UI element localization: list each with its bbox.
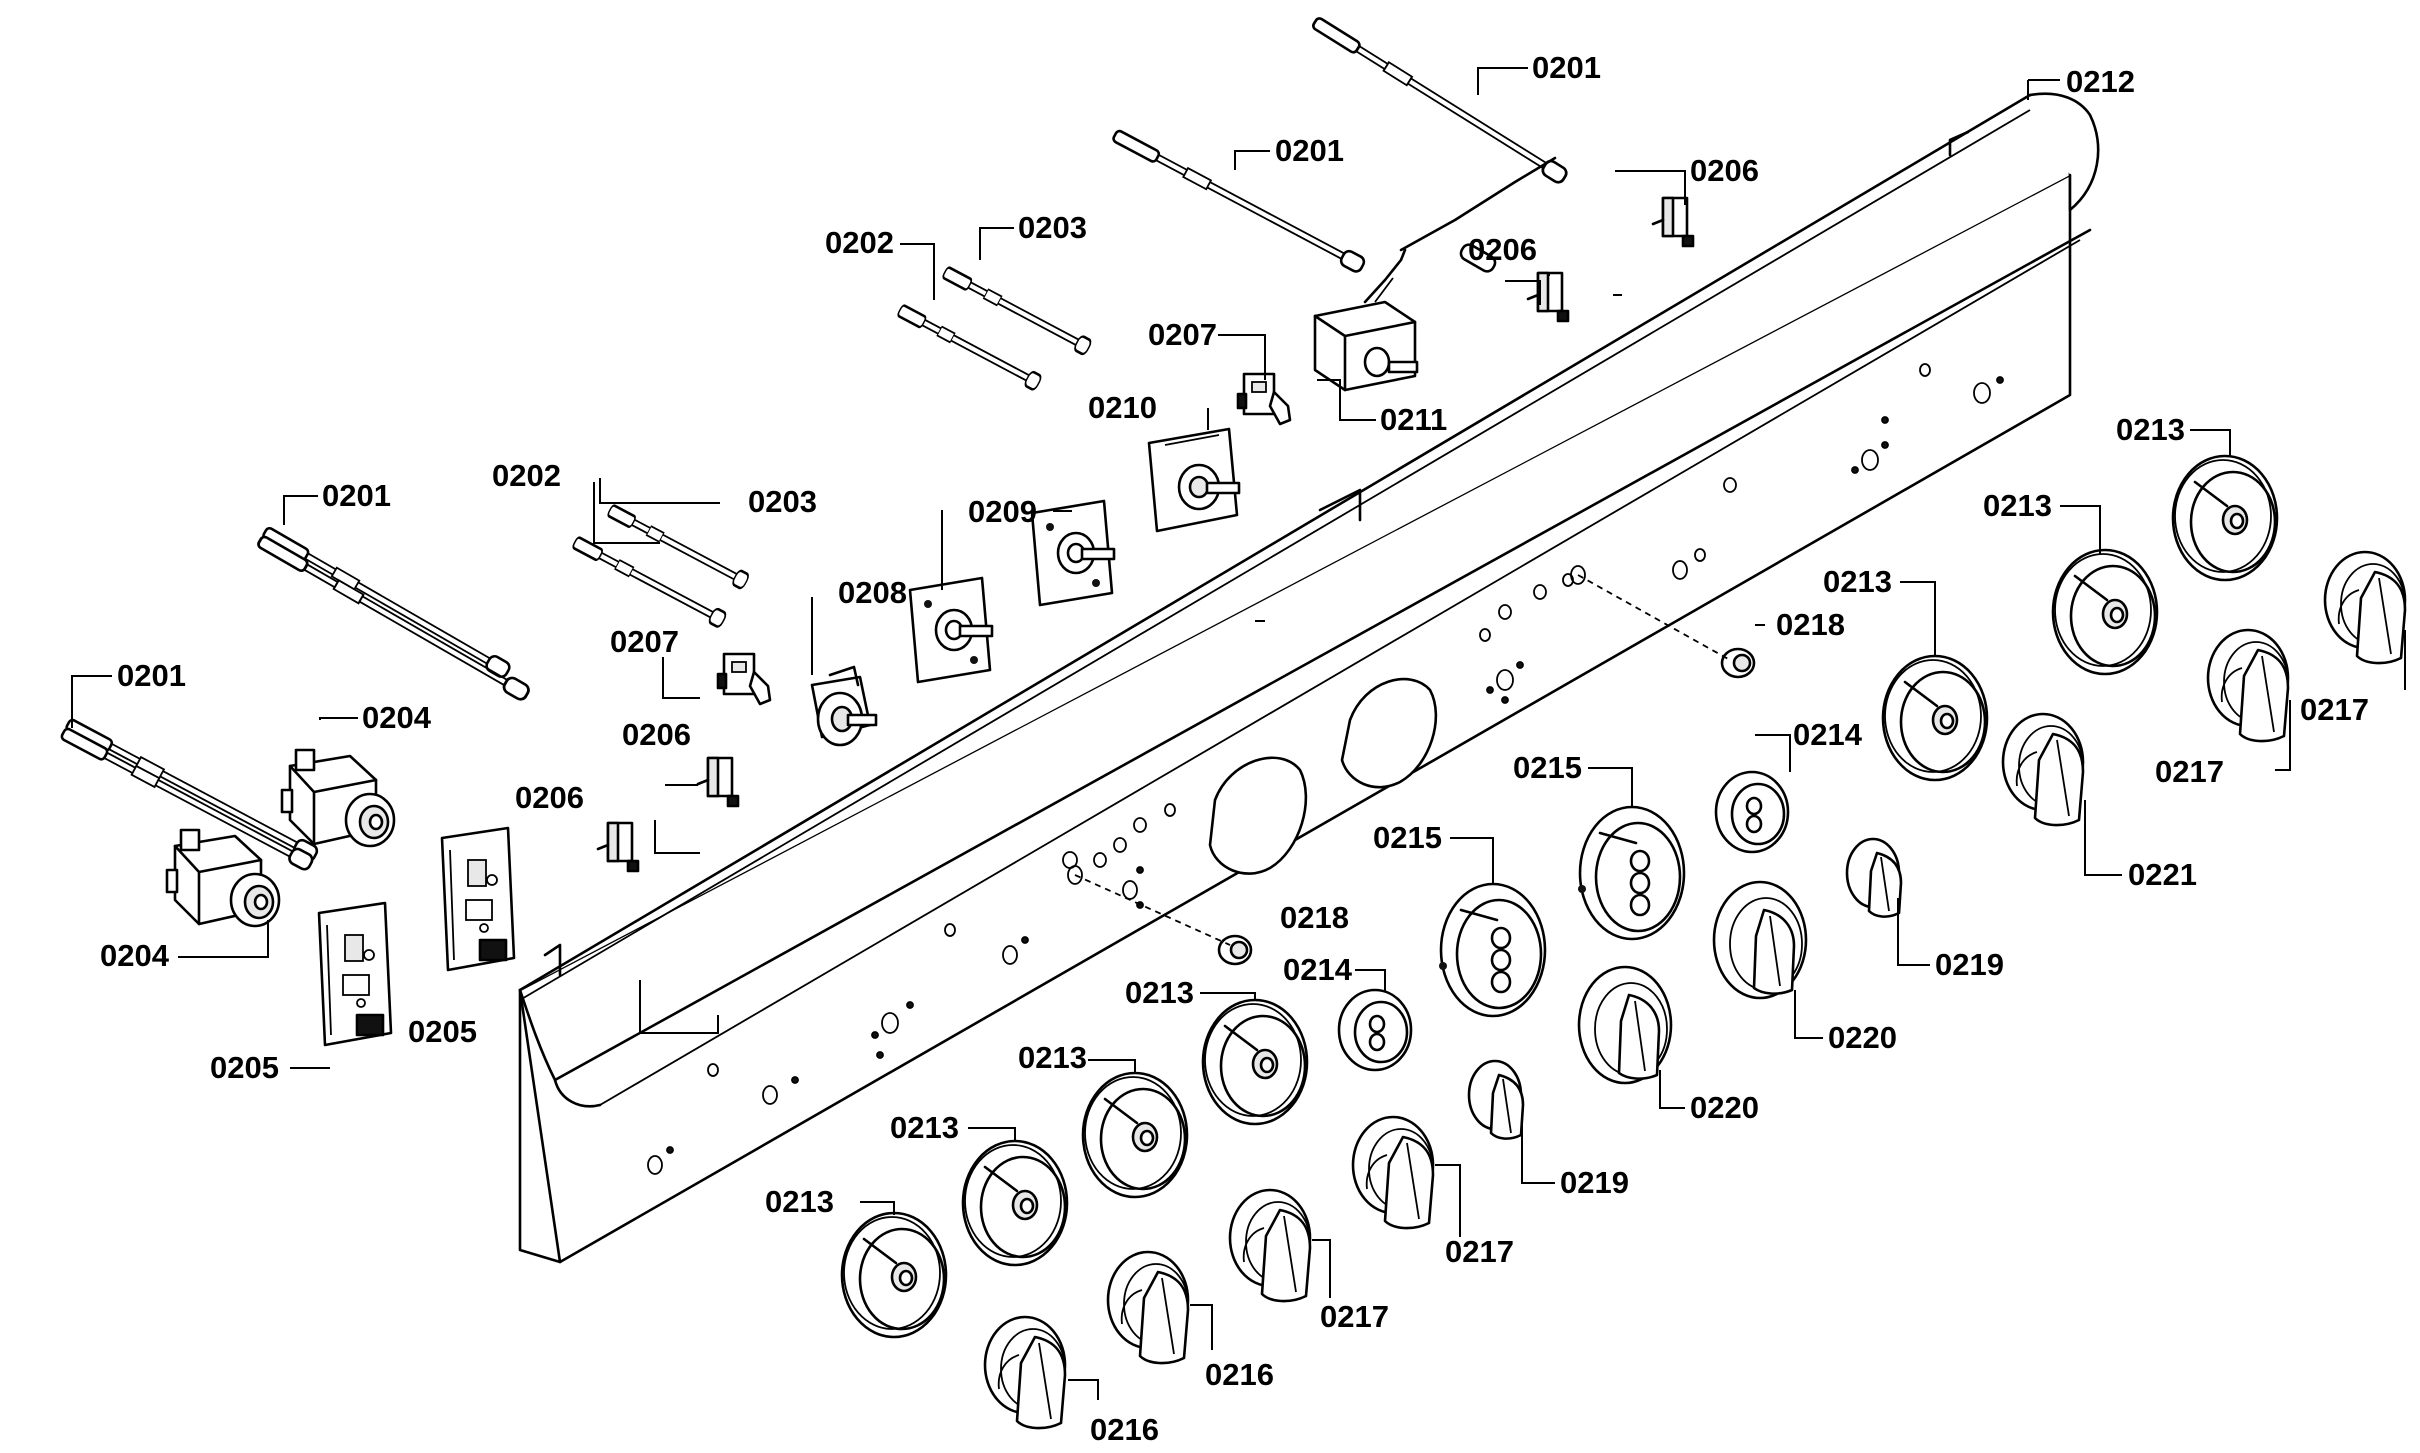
rotary-switch-0208	[810, 665, 878, 747]
small-knob-0219-b	[1845, 837, 1903, 918]
label-0206: 0206	[515, 780, 584, 815]
label-0219: 0219	[1560, 1165, 1629, 1200]
gas-valve-0204-a	[165, 828, 281, 928]
micro-switch-0206-b	[696, 756, 740, 808]
wire-rod-0202-a	[570, 533, 729, 630]
label-0213: 0213	[2116, 412, 2185, 447]
label-0201: 0201	[1532, 50, 1601, 85]
thermostat-0211	[1313, 156, 1557, 392]
toggle-switch-0207-b	[1236, 372, 1292, 426]
label-0217: 0217	[1320, 1299, 1389, 1334]
selector-switch-0209-a	[908, 576, 994, 684]
label-0214: 0214	[1793, 717, 1863, 752]
control-knob-0216-b	[1106, 1250, 1190, 1365]
label-0213: 0213	[765, 1184, 834, 1219]
label-0205: 0205	[210, 1050, 279, 1085]
bezel-ring-0213-1	[840, 1211, 948, 1339]
label-0205: 0205	[408, 1014, 477, 1049]
label-0210: 0210	[1088, 390, 1157, 425]
label-0204: 0204	[362, 700, 432, 735]
label-0215: 0215	[1373, 820, 1442, 855]
label-0204: 0204	[100, 938, 170, 973]
selector-switch-0209-b	[1030, 499, 1116, 607]
label-0202: 0202	[492, 458, 561, 493]
control-knob-0217-b	[1351, 1115, 1435, 1230]
control-knob-0216-a	[983, 1315, 1067, 1430]
label-0209: 0209	[968, 494, 1037, 529]
circuit-board-0205-b	[440, 826, 516, 972]
label-0213: 0213	[1983, 488, 2052, 523]
label-0206: 0206	[622, 717, 691, 752]
label-0208: 0208	[838, 575, 907, 610]
label-0221: 0221	[2128, 857, 2197, 892]
small-knob-0219-a	[1467, 1059, 1525, 1140]
micro-switch-0206-d	[1651, 196, 1695, 248]
label-0216: 0216	[1090, 1412, 1159, 1447]
control-knob-0217-a	[1228, 1188, 1312, 1303]
label-0213: 0213	[1018, 1040, 1087, 1075]
label-0216: 0216	[1205, 1357, 1274, 1392]
label-0207: 0207	[610, 624, 679, 659]
label-0212: 0212	[2066, 64, 2135, 99]
label-0215: 0215	[1513, 750, 1582, 785]
gas-valve-0204-b	[280, 748, 396, 848]
nut-0218-b	[1720, 647, 1756, 679]
nut-0218-a	[1217, 934, 1253, 966]
wire-rod-0203-b	[940, 263, 1094, 357]
label-0213: 0213	[1125, 975, 1194, 1010]
label-0220: 0220	[1690, 1090, 1759, 1125]
burner-bezel-0215-b	[1576, 805, 1686, 941]
label-0211: 0211	[1380, 402, 1447, 437]
label-0201: 0201	[117, 658, 186, 693]
label-0218: 0218	[1280, 900, 1349, 935]
label-0213: 0213	[890, 1110, 959, 1145]
burner-knob-0220-b	[1712, 880, 1808, 1000]
bezel-ring-0213-6	[2051, 548, 2159, 676]
control-knob-0221	[2001, 712, 2085, 827]
label-0214: 0214	[1283, 952, 1353, 987]
wire-rod-0201-b	[254, 523, 533, 703]
label-0203: 0203	[1018, 210, 1087, 245]
bezel-ring-0214-a	[1337, 988, 1413, 1072]
label-0206: 0206	[1690, 153, 1759, 188]
burner-knob-0220-a	[1577, 965, 1673, 1085]
bezel-ring-0213-2	[961, 1139, 1069, 1267]
wire-rod-0201-d	[1309, 13, 1570, 186]
control-knob-0217-c	[2206, 628, 2290, 743]
bezel-ring-0213-5	[1881, 654, 1989, 782]
leader-lines	[71, 67, 2406, 1400]
label-0213: 0213	[1823, 564, 1892, 599]
label-0217: 0217	[2300, 692, 2369, 727]
selector-board-0210	[1147, 427, 1241, 533]
circuit-board-0205-a	[317, 901, 393, 1047]
toggle-switch-0207-a	[716, 652, 772, 706]
micro-switch-0206-a	[596, 821, 640, 873]
bezel-ring-0213-4	[1201, 998, 1309, 1126]
label-0206: 0206	[1468, 232, 1537, 267]
label-0220: 0220	[1828, 1020, 1897, 1055]
label-0203: 0203	[748, 484, 817, 519]
label-0218: 0218	[1776, 607, 1845, 642]
control-knob-0217-d	[2323, 550, 2407, 665]
label-0201: 0201	[1275, 133, 1344, 168]
control-panel-0212	[518, 92, 2100, 1264]
callout-labels: 0201 0201 0201 0201 0202 0202 0203 0203 …	[100, 50, 2369, 1447]
label-0202: 0202	[825, 225, 894, 260]
label-0219: 0219	[1935, 947, 2004, 982]
bezel-ring-0214-b	[1714, 770, 1790, 854]
label-0217: 0217	[1445, 1234, 1514, 1269]
label-0207: 0207	[1148, 317, 1217, 352]
label-0217: 0217	[2155, 754, 2224, 789]
burner-bezel-0215-a	[1437, 882, 1547, 1018]
bezel-ring-0213-3	[1081, 1071, 1189, 1199]
label-0201: 0201	[322, 478, 391, 513]
bezel-ring-0213-7	[2171, 454, 2279, 582]
